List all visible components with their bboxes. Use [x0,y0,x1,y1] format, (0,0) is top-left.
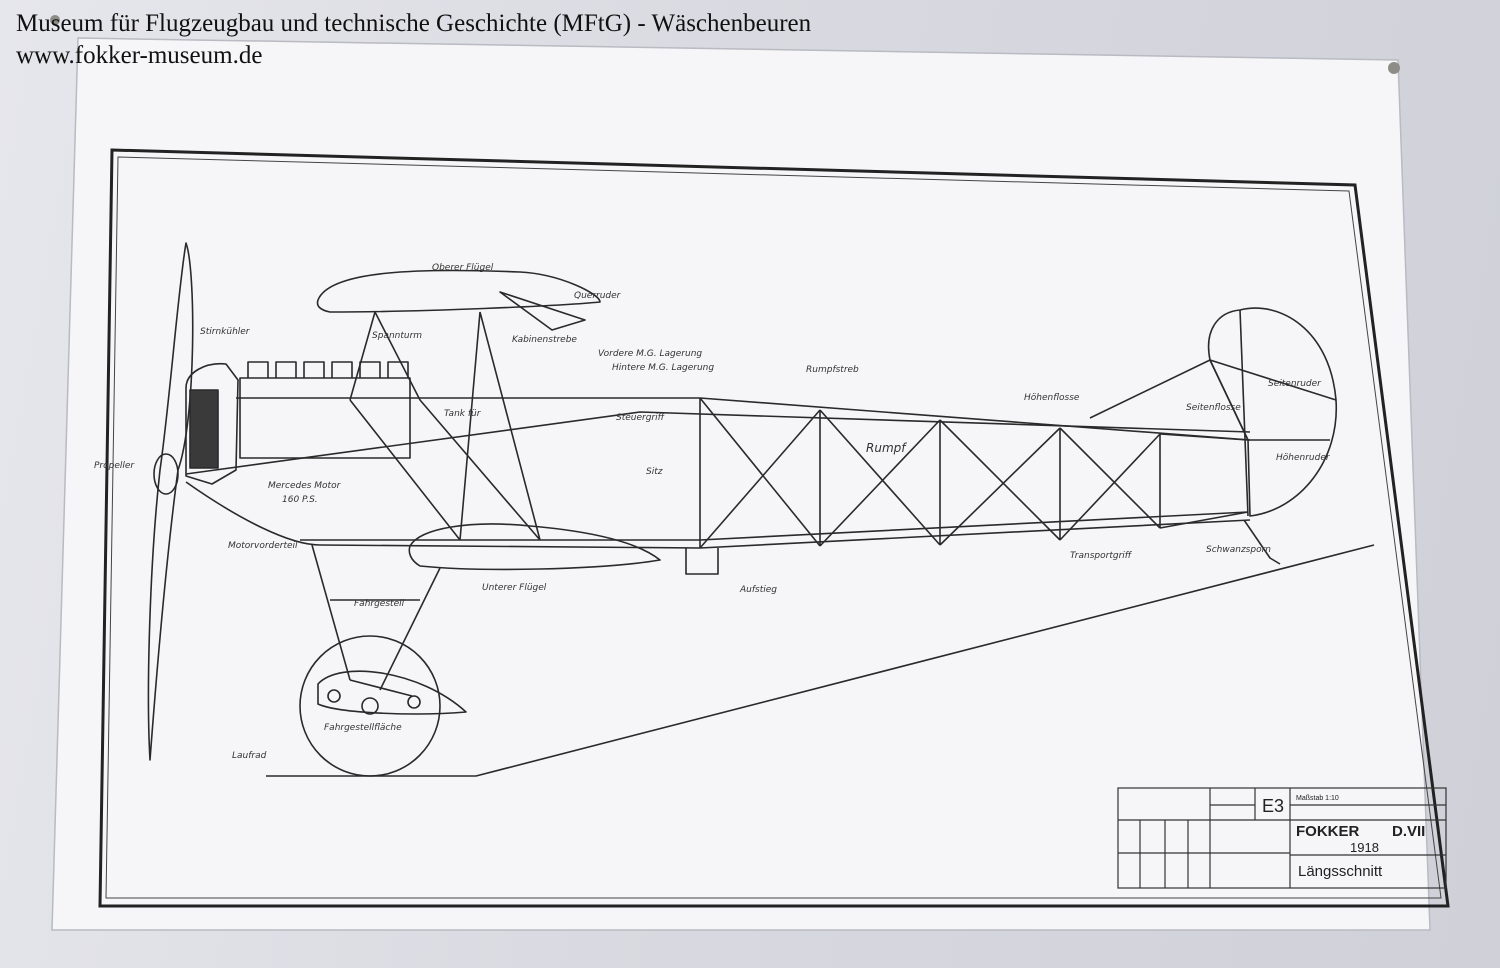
propeller-hub [153,453,179,495]
ground-line [266,544,1375,777]
title-block-year: 1918 [1350,840,1379,855]
label-wheel: Laufrad [232,751,267,761]
label-cabane-strut: Kabinenstrebe [512,335,577,345]
lower-wing [408,523,661,571]
wheel-bolt [327,689,341,703]
label-elevator: Höhenruder [1276,453,1331,463]
label-rudder: Seitenruder [1268,379,1322,389]
wheel-bolt [407,695,421,709]
axle-fairing [317,670,467,715]
drawing-frame-inner [105,156,1442,899]
rear-fuselage [1159,433,1249,529]
label-fuselage: Rumpf [866,441,907,455]
label-tank: Tank für [444,409,482,419]
title-block-sheet-number: E3 [1262,796,1284,816]
label-lower-wing: Unterer Flügel [482,583,547,593]
rudder [1207,307,1337,517]
label-upper-wing: Oberer Flügel [432,263,494,273]
landing-gear-struts [311,544,441,697]
title-block-aircraft: FOKKER [1296,823,1360,840]
fuselage-bays [699,397,1161,549]
title-block-scale: Maßstab 1:10 [1296,795,1339,802]
photo-caption: Museum für Flugzeugbau und technische Ge… [16,8,811,72]
step [685,548,719,575]
label-tailplane: Höhenflosse [1024,393,1080,403]
engine-cylinders [247,361,409,378]
engine-block [239,377,411,459]
title-block-view: Längsschnitt [1298,863,1383,880]
wheel-hub [361,697,379,715]
drawing-frame [98,148,1450,908]
aircraft-drawing [147,242,1375,777]
title-block-model: D.VII [1392,823,1425,840]
label-seat: Sitz [646,467,663,477]
label-tailskid: Schwanzsporn [1206,545,1271,555]
radiator [189,389,219,469]
label-mg-front: Vordere M.G. Lagerung [598,349,702,359]
label-engine-power: 160 P.S. [282,495,318,505]
label-nose: Motorvorderteil [228,541,298,551]
label-undercarriage: Fahrgestell [354,599,405,609]
label-fuselage-strut: Rumpfstreb [806,365,859,375]
label-engine: Mercedes Motor [268,481,342,491]
tailskid [1243,519,1281,565]
label-axle-fairing: Fahrgestellfläche [324,723,402,733]
label-mg-rear: Hintere M.G. Lagerung [612,363,714,373]
label-handle: Transportgriff [1070,551,1133,561]
label-propeller: Propeller [94,461,135,471]
label-aileron: Querruder [574,291,622,301]
label-control-stick: Steuergriff [616,413,666,423]
cabane-struts [349,311,541,541]
pin [50,15,60,25]
paper-sheet [51,37,1431,931]
aileron [499,291,586,331]
engine-cowling [185,363,239,485]
rudder-ribs [1209,309,1337,517]
fuselage-top [185,411,1251,475]
propeller [147,242,194,761]
label-pylon: Spannturm [372,331,422,341]
label-radiator: Stirnkühler [200,327,251,337]
upper-wing [316,269,601,313]
pin [1388,62,1400,74]
fuselage-bottom [185,481,1251,549]
label-fin: Seitenflosse [1186,403,1241,413]
label-step: Aufstieg [739,585,777,595]
title-block [1117,787,1447,889]
caption-museum-name: Museum für Flugzeugbau und technische Ge… [16,10,812,37]
caption-website-url: www.fokker-museum.de [16,42,263,69]
